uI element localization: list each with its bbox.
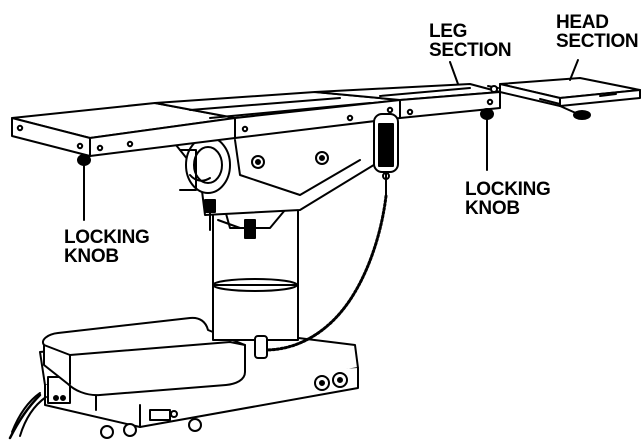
casters	[100, 372, 348, 439]
tabletop	[11, 91, 401, 157]
locking-knob-right-label-line1: LOCKING	[465, 179, 551, 200]
locking-knob-right-label-line2: KNOB	[465, 198, 520, 219]
power-cord	[8, 393, 42, 440]
leg-section-label-line1: LEG	[429, 21, 468, 42]
locking-knob-left-label-line2: KNOB	[64, 246, 119, 267]
head-section-label-line1: HEAD	[556, 12, 609, 33]
leg-section-label-line2: SECTION	[429, 40, 512, 61]
leg-section	[314, 83, 501, 119]
head-section	[487, 77, 641, 120]
head-section-label: HEAD SECTION	[556, 12, 639, 52]
locking-knob-left-label-line1: LOCKING	[64, 227, 150, 248]
hand-control-pendant	[373, 113, 399, 197]
base-pad	[42, 316, 246, 397]
head-section-label-line2: SECTION	[556, 31, 639, 52]
locking-knob-left	[77, 154, 91, 221]
pedestal-column	[212, 209, 299, 341]
locking-knob-left-label: LOCKING KNOB	[64, 228, 150, 266]
leg-section-label: LEG SECTION	[429, 21, 512, 61]
locking-knob-right-label: LOCKING KNOB	[465, 180, 551, 218]
locking-knob-right	[480, 108, 494, 171]
